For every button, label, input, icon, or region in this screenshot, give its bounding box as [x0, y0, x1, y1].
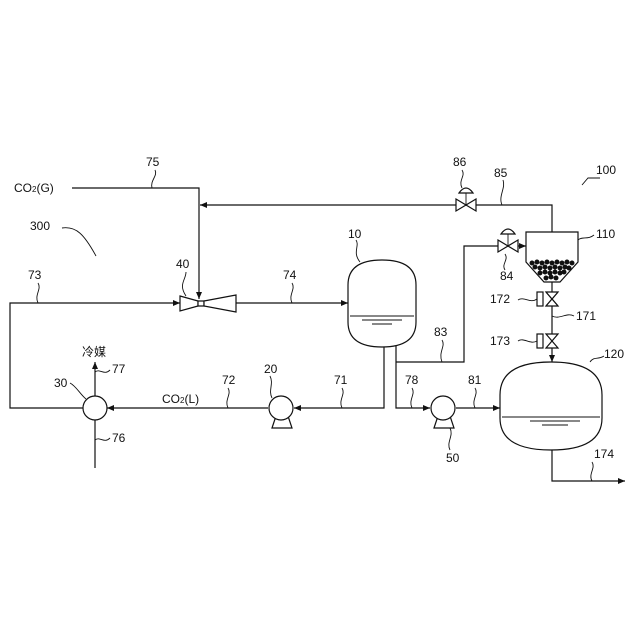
- ref-300: 300: [30, 219, 50, 233]
- valve-173: [537, 334, 558, 348]
- leader-76: [95, 438, 110, 440]
- leader-171: [552, 315, 574, 317]
- leader-173: [518, 340, 537, 342]
- leader-78: [411, 388, 413, 408]
- ref-171: 171: [576, 309, 596, 323]
- ref-40: 40: [176, 257, 190, 271]
- ref-75: 75: [146, 155, 160, 169]
- tank-10: [348, 260, 416, 347]
- ref-81: 81: [468, 373, 482, 387]
- ref-86: 86: [453, 155, 467, 169]
- ref-78: 78: [405, 373, 419, 387]
- control-valve-84: [498, 229, 518, 252]
- pipe-85: [200, 205, 552, 232]
- ref-74: 74: [283, 268, 297, 282]
- leader-30: [70, 383, 86, 399]
- leader-73: [37, 283, 39, 303]
- leader-86: [461, 170, 463, 188]
- ref-76: 76: [112, 431, 126, 445]
- heat-exchanger-30: [83, 396, 107, 420]
- ref-10: 10: [348, 227, 362, 241]
- tank-120: [500, 362, 602, 450]
- ref-83: 83: [434, 325, 448, 339]
- ref-174: 174: [594, 447, 614, 461]
- leader-120: [590, 356, 604, 362]
- leader-110: [578, 235, 594, 240]
- ref-173: 173: [490, 334, 510, 348]
- leader-174: [591, 462, 593, 481]
- ref-120: 120: [604, 347, 624, 361]
- leader-300: [62, 228, 96, 256]
- pump-50: [431, 396, 455, 428]
- label-co2-gas: CO2(G): [14, 181, 54, 195]
- leader-71: [341, 388, 343, 408]
- leader-77: [95, 370, 110, 372]
- label-co2-liquid: CO2(L): [162, 392, 199, 406]
- pump-20: [269, 396, 293, 428]
- pipe-174: [552, 448, 625, 481]
- leader-20: [270, 376, 272, 398]
- ref-73: 73: [28, 268, 42, 282]
- leader-72: [227, 388, 229, 408]
- leader-40: [182, 272, 186, 296]
- pipe-75: [72, 188, 199, 299]
- leader-85: [501, 180, 504, 205]
- ref-20: 20: [264, 362, 278, 376]
- leader-81: [474, 388, 476, 408]
- label-refrigerant: 冷媒: [82, 345, 106, 359]
- ref-172: 172: [490, 292, 510, 306]
- leader-75: [152, 170, 156, 188]
- ejector-40: [180, 295, 236, 312]
- ref-71: 71: [334, 373, 348, 387]
- leader-74: [291, 283, 293, 303]
- leader-84: [504, 254, 506, 270]
- ref-50: 50: [446, 451, 460, 465]
- control-valve-86: [456, 188, 476, 211]
- ref-77: 77: [112, 362, 126, 376]
- ref-110: 110: [596, 227, 615, 241]
- leader-10: [356, 240, 360, 262]
- valve-172: [537, 292, 558, 306]
- ref-72: 72: [222, 373, 236, 387]
- leader-83: [441, 340, 443, 362]
- leader-50: [449, 428, 451, 450]
- leader-172: [518, 299, 537, 301]
- leader-100: [582, 178, 600, 185]
- ref-85: 85: [494, 166, 508, 180]
- ref-30: 30: [54, 376, 68, 390]
- ref-84: 84: [500, 269, 514, 283]
- ref-100: 100: [596, 163, 616, 177]
